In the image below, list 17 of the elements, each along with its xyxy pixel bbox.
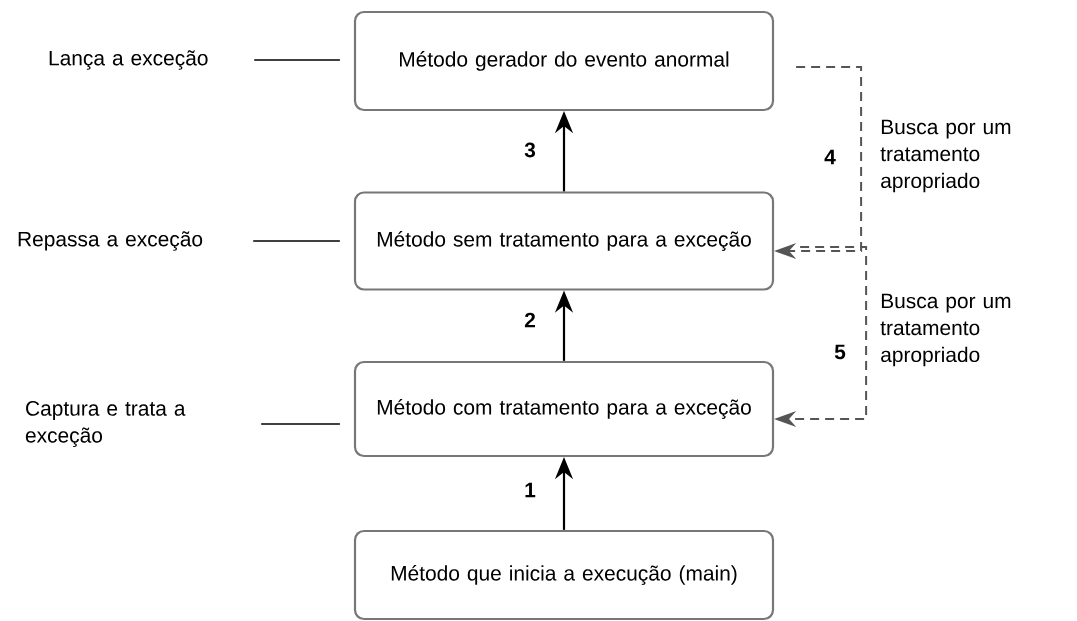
edge-label: 1 — [525, 482, 536, 498]
leader-line — [253, 59, 341, 61]
annotation-text: Busca por um tratamento apropriado — [880, 119, 1011, 193]
edge-label: 3 — [524, 142, 536, 158]
edge-label: 5 — [834, 344, 846, 360]
process-box: Método sem tratamento para a exceção — [353, 191, 775, 291]
process-box: Método gerador do evento anormal — [353, 10, 775, 112]
annotation-text: Lança a exceção — [49, 50, 208, 70]
annotation-text: Captura e trata a exceção — [25, 401, 186, 447]
leader-line — [252, 240, 341, 242]
process-box: Método que inicia a execução (main) — [353, 529, 775, 621]
edge-label: 4 — [824, 149, 836, 165]
leader-line — [260, 423, 341, 425]
process-box: Método com tratamento para a exceção — [353, 360, 775, 458]
annotation-text: Repassa a exceção — [18, 231, 203, 251]
edge-label: 2 — [524, 312, 535, 328]
annotation-text: Busca por um tratamento apropriado — [880, 293, 1011, 367]
